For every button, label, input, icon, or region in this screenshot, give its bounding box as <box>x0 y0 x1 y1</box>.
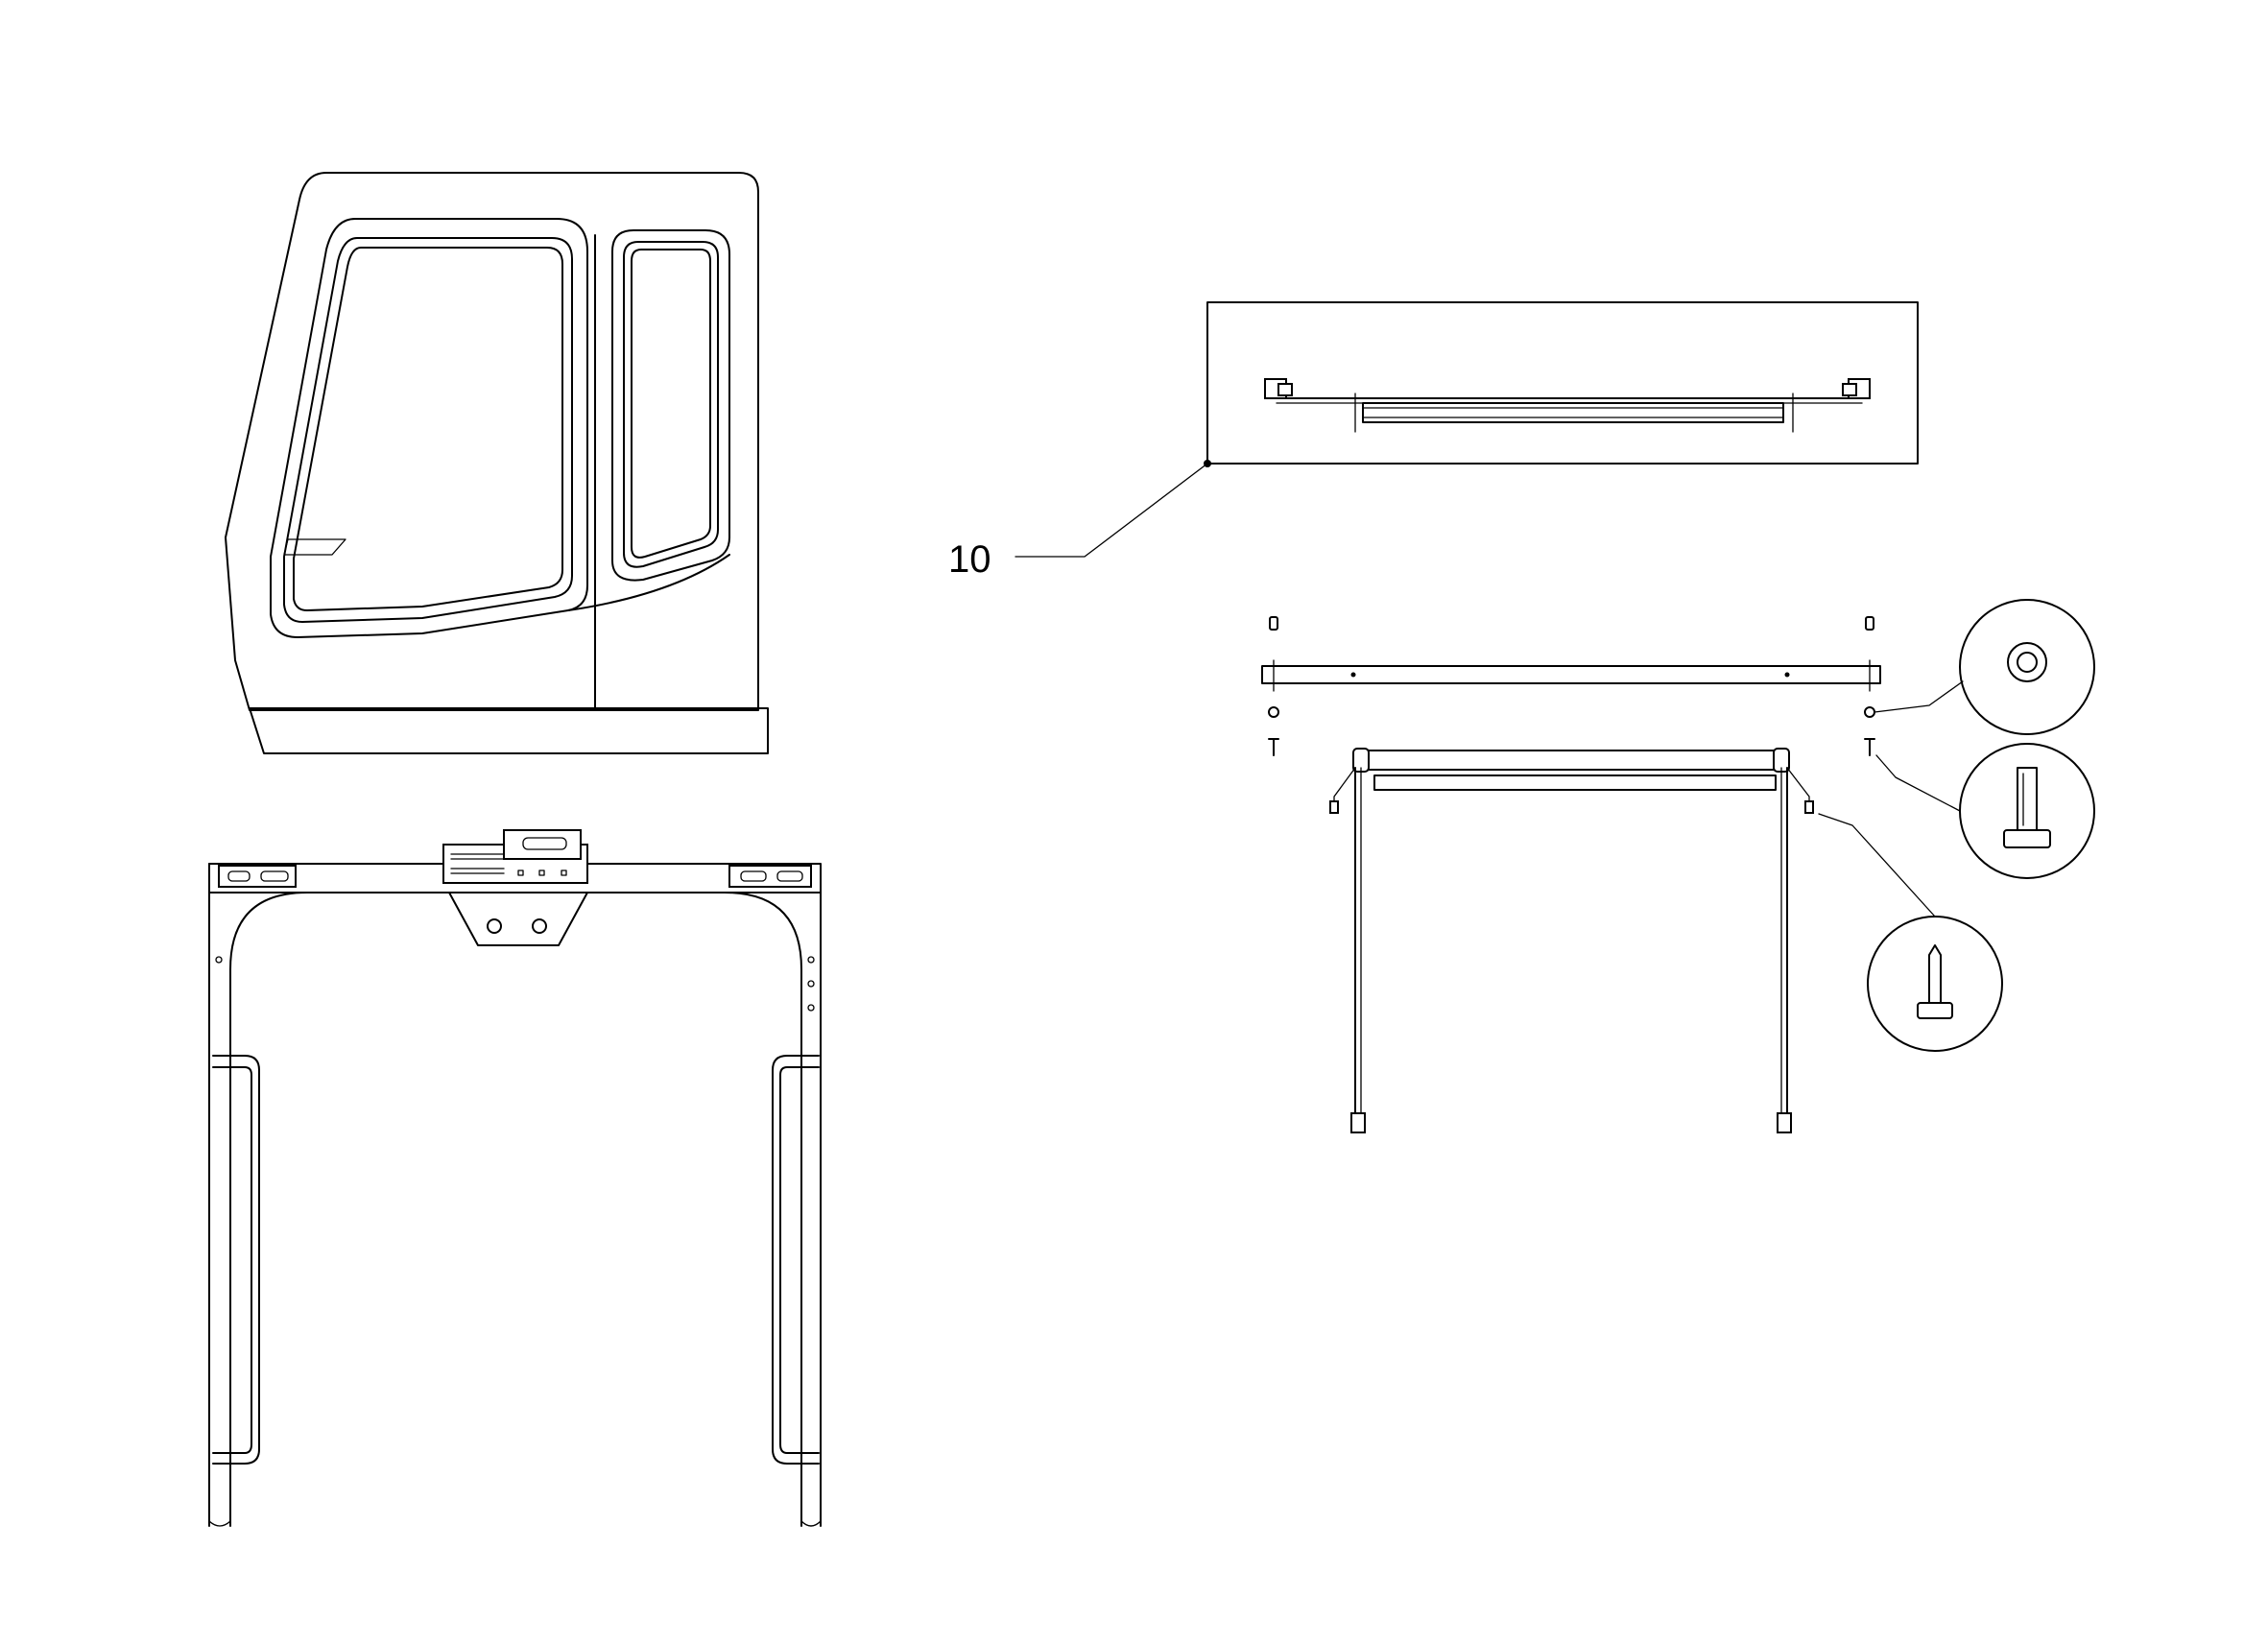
light-assembly-box <box>1204 301 1919 467</box>
callout-leader-line <box>1015 463 1208 558</box>
callout-label-10: 10 <box>948 538 991 581</box>
detail-rivet <box>1818 813 2003 1052</box>
detail-bolt <box>1875 743 2095 879</box>
cab-door-panel <box>225 172 769 754</box>
detail-washer <box>1874 599 2095 735</box>
cab-roof-frame <box>208 829 822 1527</box>
exploded-light-mount <box>1261 616 1881 1133</box>
